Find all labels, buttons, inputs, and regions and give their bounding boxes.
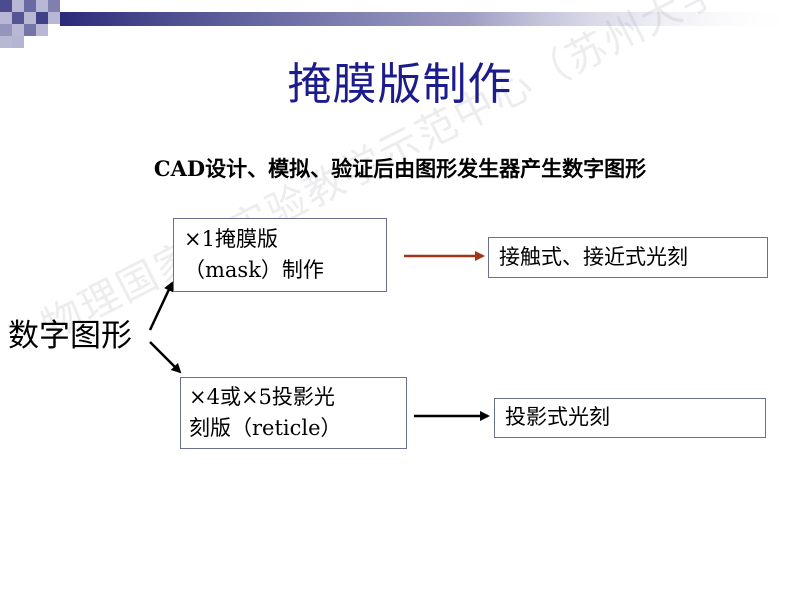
- slide-subtitle: CAD设计、模拟、验证后由图形发生器产生数字图形: [153, 156, 647, 181]
- contact-lithography-box: 接触式、接近式光刻: [488, 237, 768, 278]
- digital-pattern-label: 数字图形: [8, 318, 132, 354]
- header-checker-pattern: [0, 0, 800, 48]
- projection-lithography-box: 投影式光刻: [494, 398, 766, 438]
- mask-box-line2: （mask）制作: [184, 258, 324, 282]
- reticle-box-line2: 刻版（reticle）: [189, 416, 342, 440]
- mask-box-line1: ×1掩膜版: [184, 227, 278, 251]
- reticle-box: ×4或×5投影光 刻版（reticle）: [180, 377, 407, 449]
- slide-title: 掩膜版制作: [287, 59, 513, 110]
- arrow-to-mask: [148, 281, 174, 331]
- contact-lithography-label: 接触式、接近式光刻: [499, 245, 688, 269]
- projection-lithography-label: 投影式光刻: [505, 405, 610, 429]
- reticle-box-line1: ×4或×5投影光: [189, 385, 335, 409]
- arrow-to-reticle: [149, 341, 182, 374]
- mask-box: ×1掩膜版 （mask）制作: [173, 218, 387, 292]
